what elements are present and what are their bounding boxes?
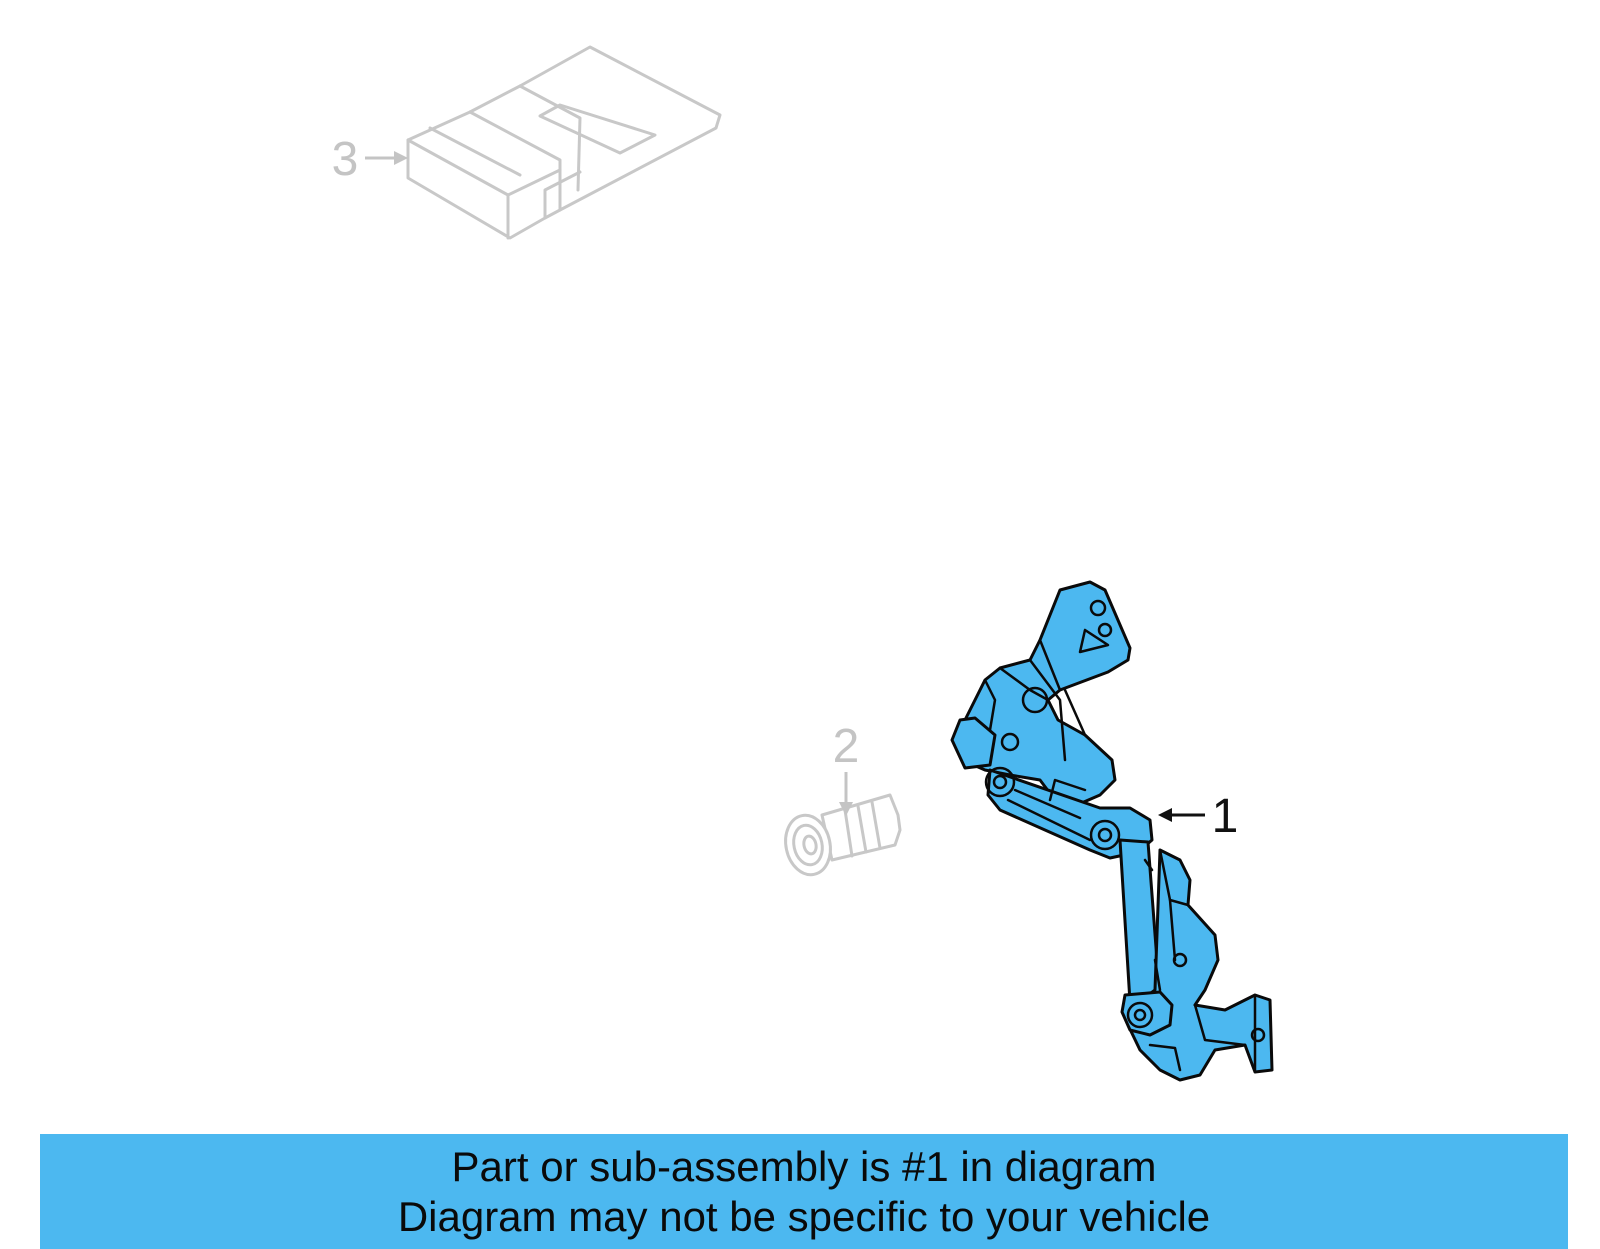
banner-line-part-note: Part or sub-assembly is #1 in diagram (451, 1142, 1157, 1190)
callout-1-arrow (1158, 808, 1205, 822)
callout-3-label: 3 (332, 133, 359, 186)
callout-3-arrow (365, 151, 408, 165)
callout-2-label: 2 (833, 720, 860, 773)
info-banner: Part or sub-assembly is #1 in diagram Di… (40, 1134, 1568, 1249)
part-3-control-module[interactable] (406, 45, 722, 240)
callout-2-arrow (839, 772, 853, 816)
part-1-level-sensor-assembly[interactable] (950, 580, 1274, 1082)
part-2-bolt[interactable] (780, 793, 902, 879)
callout-1-label: 1 (1212, 790, 1239, 843)
banner-line-disclaimer: Diagram may not be specific to your vehi… (397, 1192, 1211, 1240)
